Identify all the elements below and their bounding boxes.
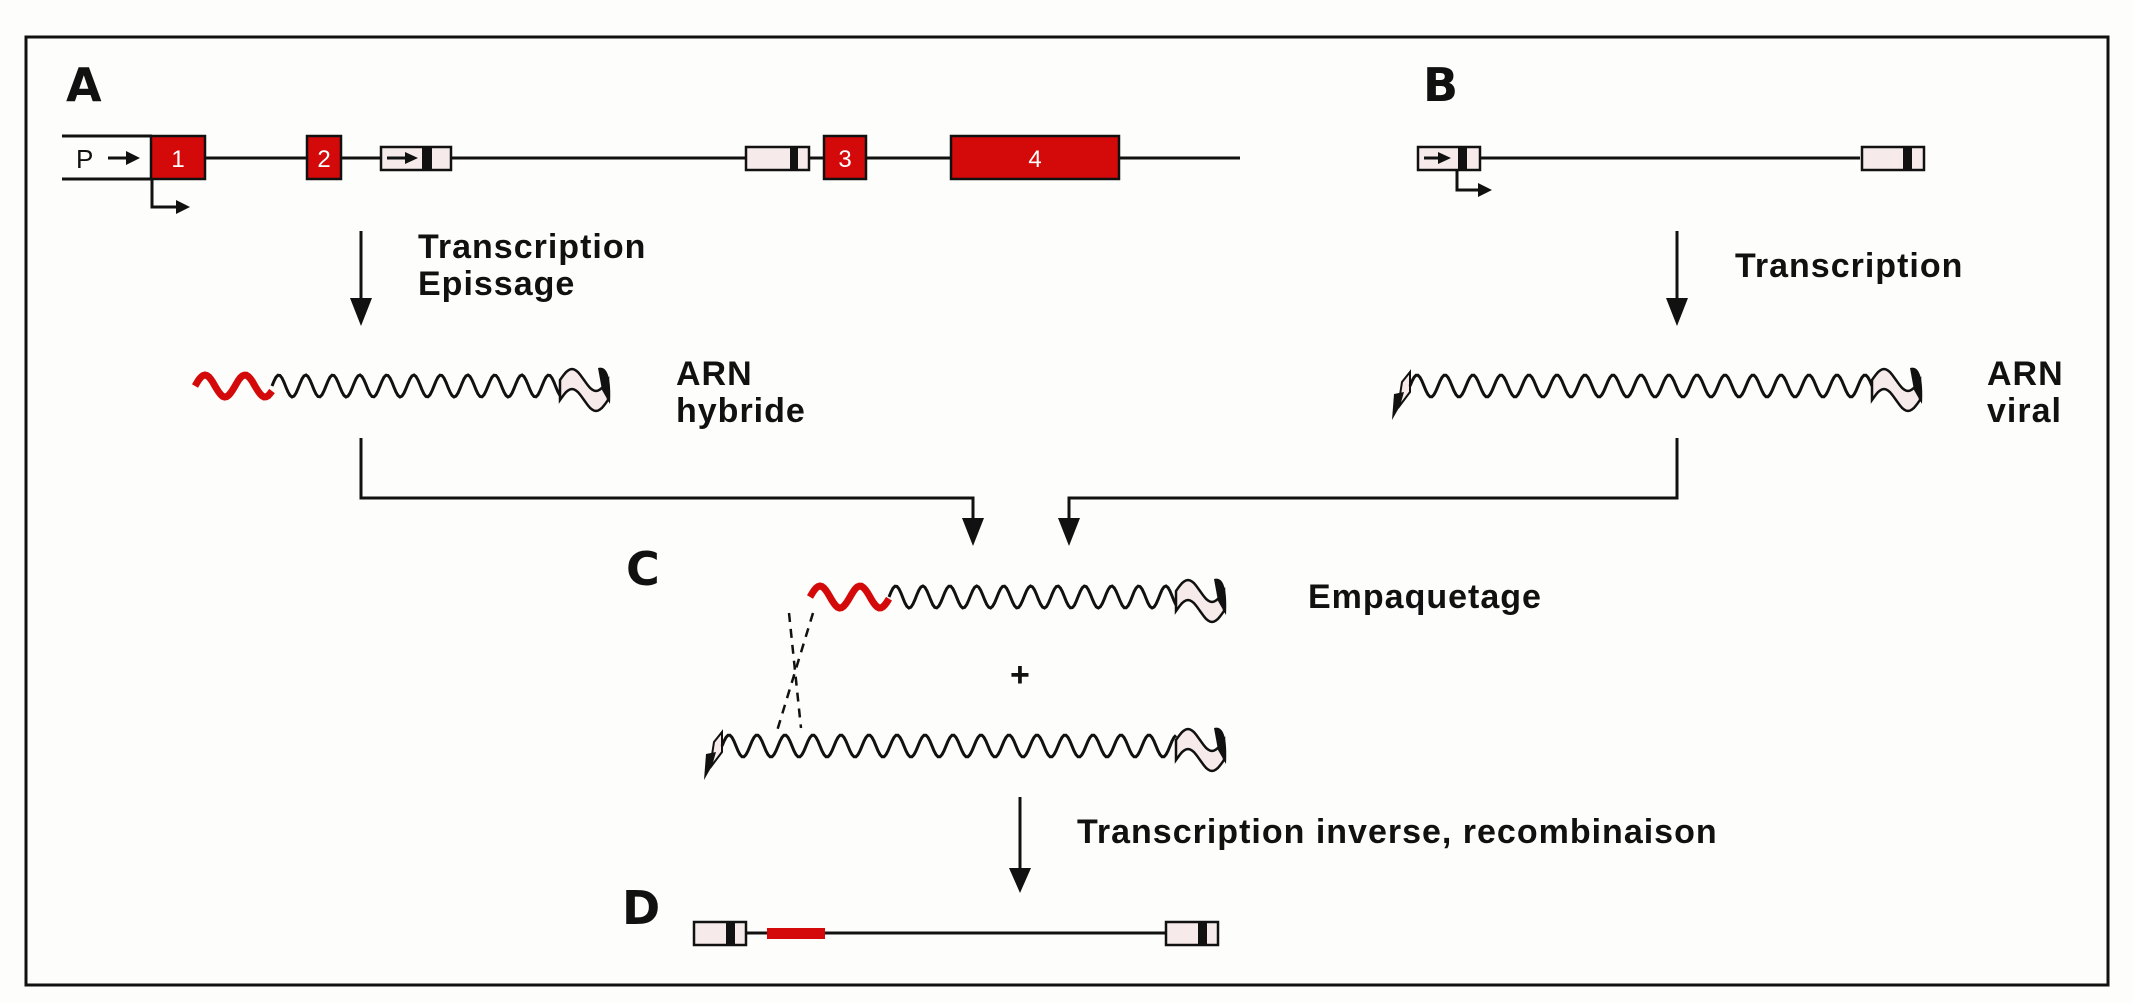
cellular-gene: P 1 2 3 4 <box>62 134 1240 214</box>
packaged-hybrid-rna <box>806 578 1227 624</box>
ltr-cap <box>1910 367 1923 404</box>
hybrid-rna <box>191 367 611 413</box>
ltr-5prime-cap <box>1392 392 1404 420</box>
exon-2: 2 <box>305 134 343 181</box>
step-transcription-a: Transcription <box>418 228 646 266</box>
ltr-cap <box>1214 578 1227 615</box>
promoter-label: P <box>76 144 93 174</box>
ltr-5prime-gene <box>379 145 453 172</box>
panel-letter-a: A <box>66 58 102 112</box>
promoter-arrow-icon <box>108 151 140 165</box>
arrow-down-icon <box>1009 797 1031 893</box>
step-reverse-transcription: Transcription inverse, recombinaison <box>1077 813 1718 851</box>
step-packaging: Empaquetage <box>1308 578 1542 616</box>
panel-letter-b: B <box>1423 58 1458 112</box>
arrow-down-icon <box>1666 231 1688 326</box>
arrow-down-icon <box>350 231 372 326</box>
exon-1-label: 1 <box>171 146 184 173</box>
ltr-cap <box>1214 727 1227 764</box>
exon-3: 3 <box>822 134 868 181</box>
ltr-cap <box>598 367 611 404</box>
packaged-viral-rna <box>704 727 1227 780</box>
rna-hybrid-label-line2: hybride <box>676 392 806 430</box>
plus-sign: + <box>1010 656 1031 694</box>
step-transcription-b: Transcription <box>1735 247 1963 285</box>
recombinant-provirus <box>692 920 1220 947</box>
recombination-crossover <box>775 612 815 732</box>
viral-rna-segment <box>270 373 562 399</box>
exon-3-label: 3 <box>838 146 851 173</box>
viral-rna-segment <box>1408 373 1874 399</box>
ltr-3prime-gene <box>744 145 811 172</box>
rna-hybrid-label-line1: ARN <box>676 355 753 393</box>
cellular-rna-segment <box>191 371 275 401</box>
ltr-5prime-cap <box>704 752 716 780</box>
viral-rna-segment <box>887 584 1178 610</box>
elbow-arrow-from-b-icon <box>1058 438 1679 546</box>
viral-rna <box>1392 367 1923 420</box>
panel-letter-c: C <box>626 542 660 596</box>
transduced-cellular-segment <box>767 928 825 939</box>
transcription-start-arrow-icon <box>150 179 190 214</box>
figure-frame <box>24 35 2110 987</box>
exon-2-label: 2 <box>317 146 330 173</box>
panel-letter-d: D <box>622 881 660 935</box>
ltr-3prime-provirus <box>1860 145 1926 172</box>
ltr-5prime-recombinant <box>692 920 748 947</box>
exon-1: 1 <box>149 134 207 181</box>
rna-viral-label-line2: viral <box>1987 392 2062 430</box>
cellular-rna-segment <box>806 582 892 612</box>
step-splicing-a: Epissage <box>418 265 575 303</box>
rna-viral-label-line1: ARN <box>1987 355 2064 393</box>
transcription-start-arrow-icon <box>1455 170 1492 197</box>
elbow-arrow-from-a-icon <box>359 438 984 546</box>
exon-4: 4 <box>949 134 1121 181</box>
provirus <box>1416 145 1926 197</box>
exon-4-label: 4 <box>1028 146 1041 173</box>
ltr-5prime-provirus <box>1416 145 1482 172</box>
ltr-3prime-recombinant <box>1164 920 1220 947</box>
viral-rna-segment <box>720 733 1178 759</box>
